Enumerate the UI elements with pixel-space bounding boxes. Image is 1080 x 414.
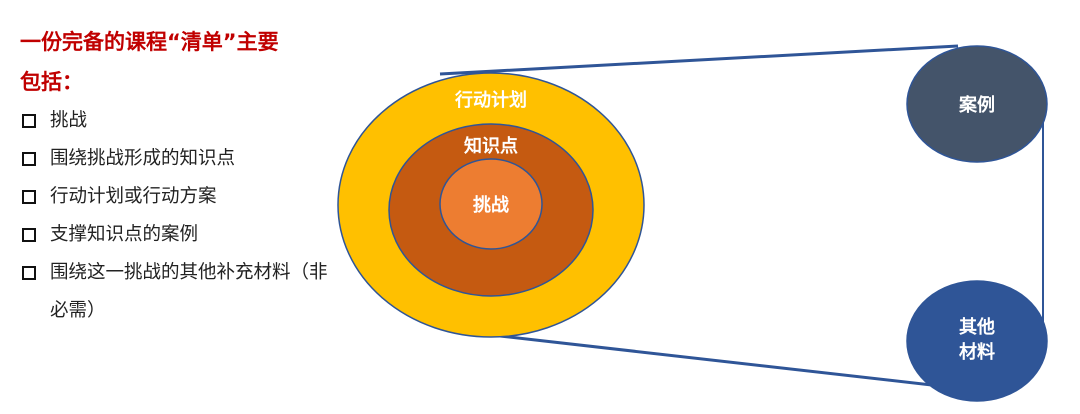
heading-line-1: 一份完备的课程“清单”主要 bbox=[20, 30, 279, 54]
bottom-circle-label-line-1: 其他 bbox=[959, 316, 995, 338]
checklist-item: 围绕这一挑战的其他补充材料（非必需） bbox=[20, 254, 340, 330]
checklist: 挑战 围绕挑战形成的知识点 行动计划或行动方案 支撑知识点的案例 围绕这一挑战的… bbox=[20, 102, 340, 330]
checklist-panel: 一份完备的课程“清单”主要 包括： 挑战 围绕挑战形成的知识点 行动计划或行动方… bbox=[20, 22, 340, 330]
inner-circle-label: 挑战 bbox=[473, 194, 509, 216]
inner-circle-challenge bbox=[439, 158, 543, 250]
checklist-item: 支撑知识点的案例 bbox=[20, 216, 340, 254]
top-circle-cases bbox=[906, 45, 1048, 163]
checklist-item-label: 围绕这一挑战的其他补充材料（非必需） bbox=[50, 262, 328, 321]
bottom-circle-other-materials bbox=[906, 280, 1048, 402]
bottom-circle-label-line-2: 材料 bbox=[959, 341, 995, 363]
connector-line-bottom bbox=[499, 334, 959, 390]
top-circle-label: 案例 bbox=[958, 94, 995, 116]
heading-line-2: 包括： bbox=[20, 70, 83, 94]
checkbox-icon bbox=[22, 228, 36, 242]
checklist-item: 围绕挑战形成的知识点 bbox=[20, 140, 340, 178]
connector-line-top bbox=[439, 44, 959, 76]
checkbox-icon bbox=[22, 114, 36, 128]
checklist-item: 挑战 bbox=[20, 102, 340, 140]
checklist-item-label: 围绕挑战形成的知识点 bbox=[50, 148, 236, 169]
checklist-item: 行动计划或行动方案 bbox=[20, 178, 340, 216]
outer-ring-label: 行动计划 bbox=[454, 89, 527, 111]
checkbox-icon bbox=[22, 190, 36, 204]
middle-ring-label: 知识点 bbox=[464, 135, 518, 157]
checkbox-icon bbox=[22, 152, 36, 166]
checklist-item-label: 挑战 bbox=[50, 110, 88, 131]
checklist-item-label: 行动计划或行动方案 bbox=[50, 186, 217, 207]
checklist-item-label: 支撑知识点的案例 bbox=[50, 224, 199, 245]
checkbox-icon bbox=[22, 266, 36, 280]
